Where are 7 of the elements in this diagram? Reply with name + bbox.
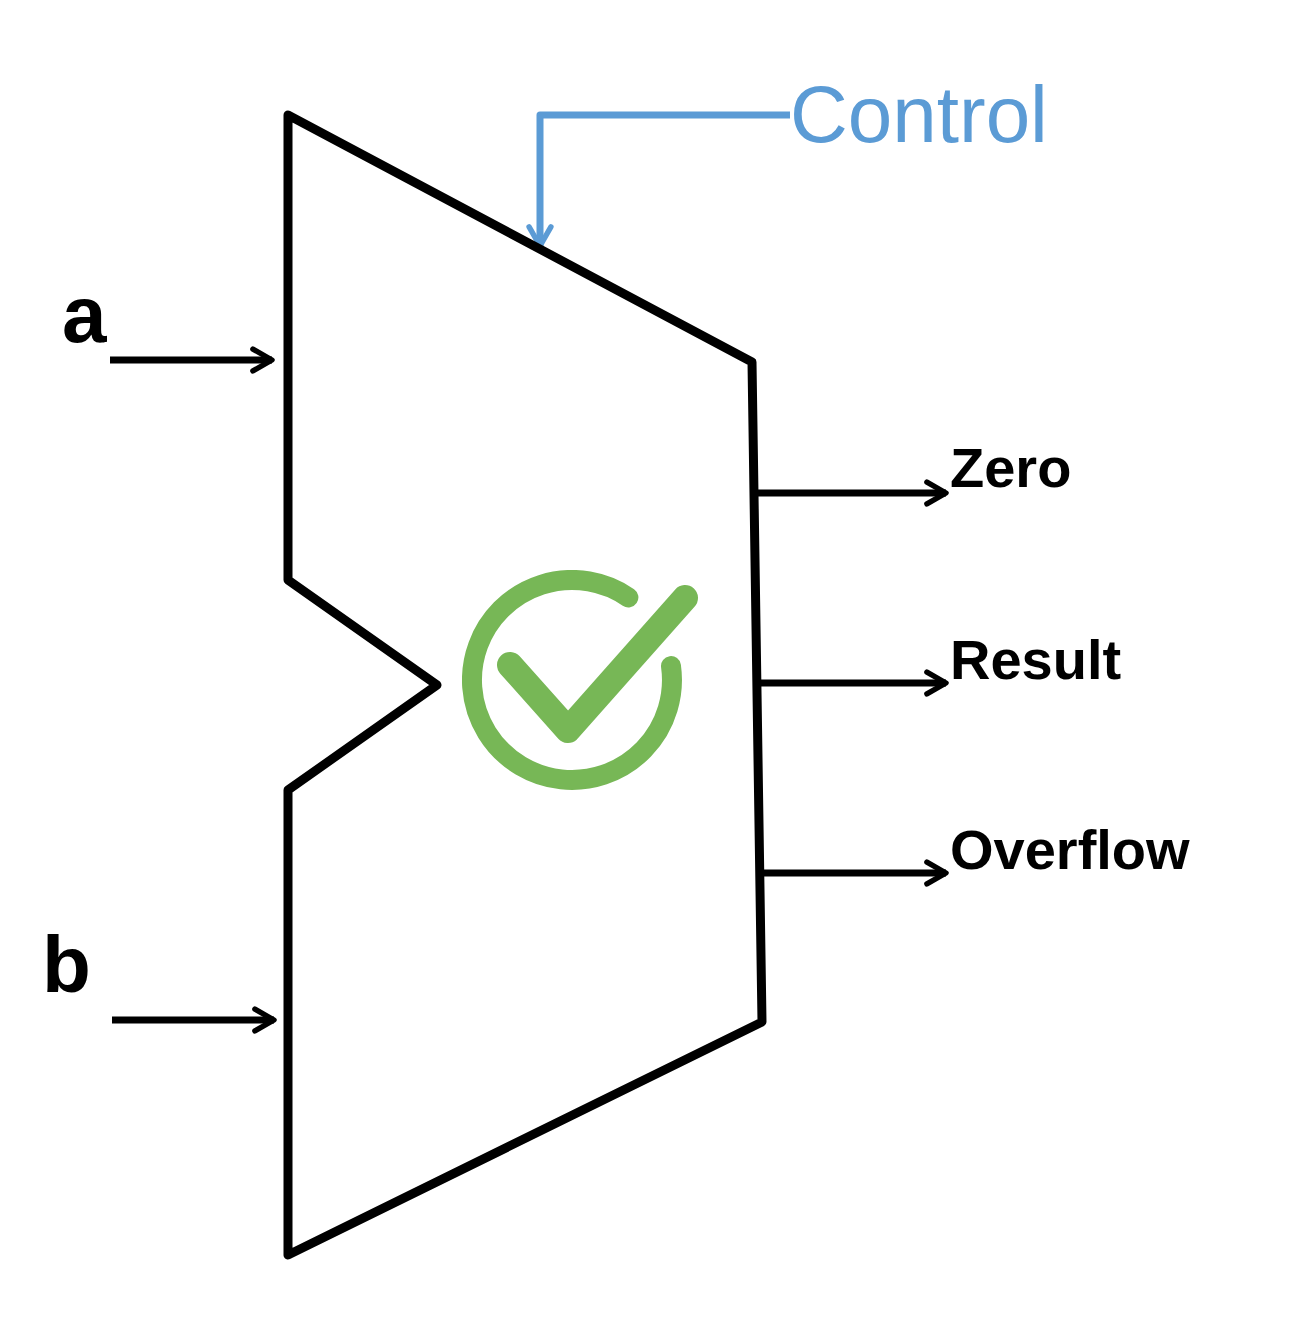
control-label: Control (790, 75, 1048, 155)
output-label: Result (950, 632, 1122, 688)
input-label: a (62, 275, 107, 355)
output-label: Zero (950, 440, 1072, 496)
input-label: b (42, 925, 91, 1005)
alu-symbol (283, 110, 768, 1260)
output-label: Overflow (950, 822, 1190, 878)
